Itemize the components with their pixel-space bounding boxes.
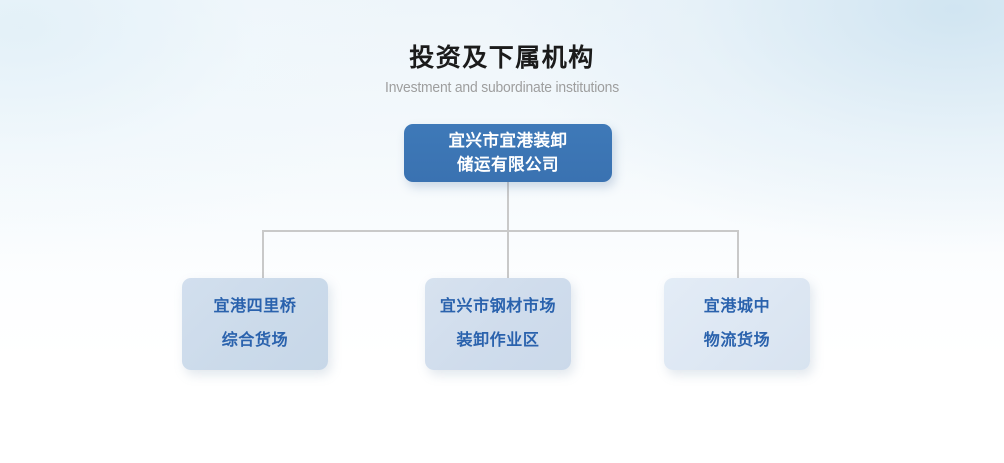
org-node-child-3-line-2: 物流货场	[703, 332, 771, 349]
connector-drop-child-2	[507, 230, 509, 278]
org-node-root-line-2: 储运有限公司	[457, 156, 559, 174]
connector-drop-child-3	[737, 230, 739, 278]
page-subtitle: Investment and subordinate institutions	[385, 80, 619, 96]
connector-drop-child-1	[262, 230, 264, 278]
connector-root-vertical	[507, 182, 509, 232]
org-node-child-3[interactable]: 宜港城中 物流货场	[664, 278, 810, 370]
org-node-root-line-1: 宜兴市宜港装卸	[448, 132, 568, 150]
org-node-child-2-line-1: 宜兴市钢材市场	[439, 298, 557, 315]
org-node-child-2[interactable]: 宜兴市钢材市场 装卸作业区	[425, 278, 571, 370]
org-node-child-2-line-2: 装卸作业区	[456, 332, 540, 349]
org-node-child-1[interactable]: 宜港四里桥 综合货场	[182, 278, 328, 370]
org-node-child-1-line-2: 综合货场	[221, 332, 289, 349]
page-title: 投资及下属机构	[409, 44, 595, 72]
connector-horizontal-bus	[262, 230, 739, 232]
org-node-root[interactable]: 宜兴市宜港装卸 储运有限公司	[404, 124, 612, 182]
org-node-child-1-line-1: 宜港四里桥	[213, 298, 297, 315]
page-header: 投资及下属机构 Investment and subordinate insti…	[0, 42, 1004, 98]
org-node-child-3-line-1: 宜港城中	[703, 298, 771, 315]
